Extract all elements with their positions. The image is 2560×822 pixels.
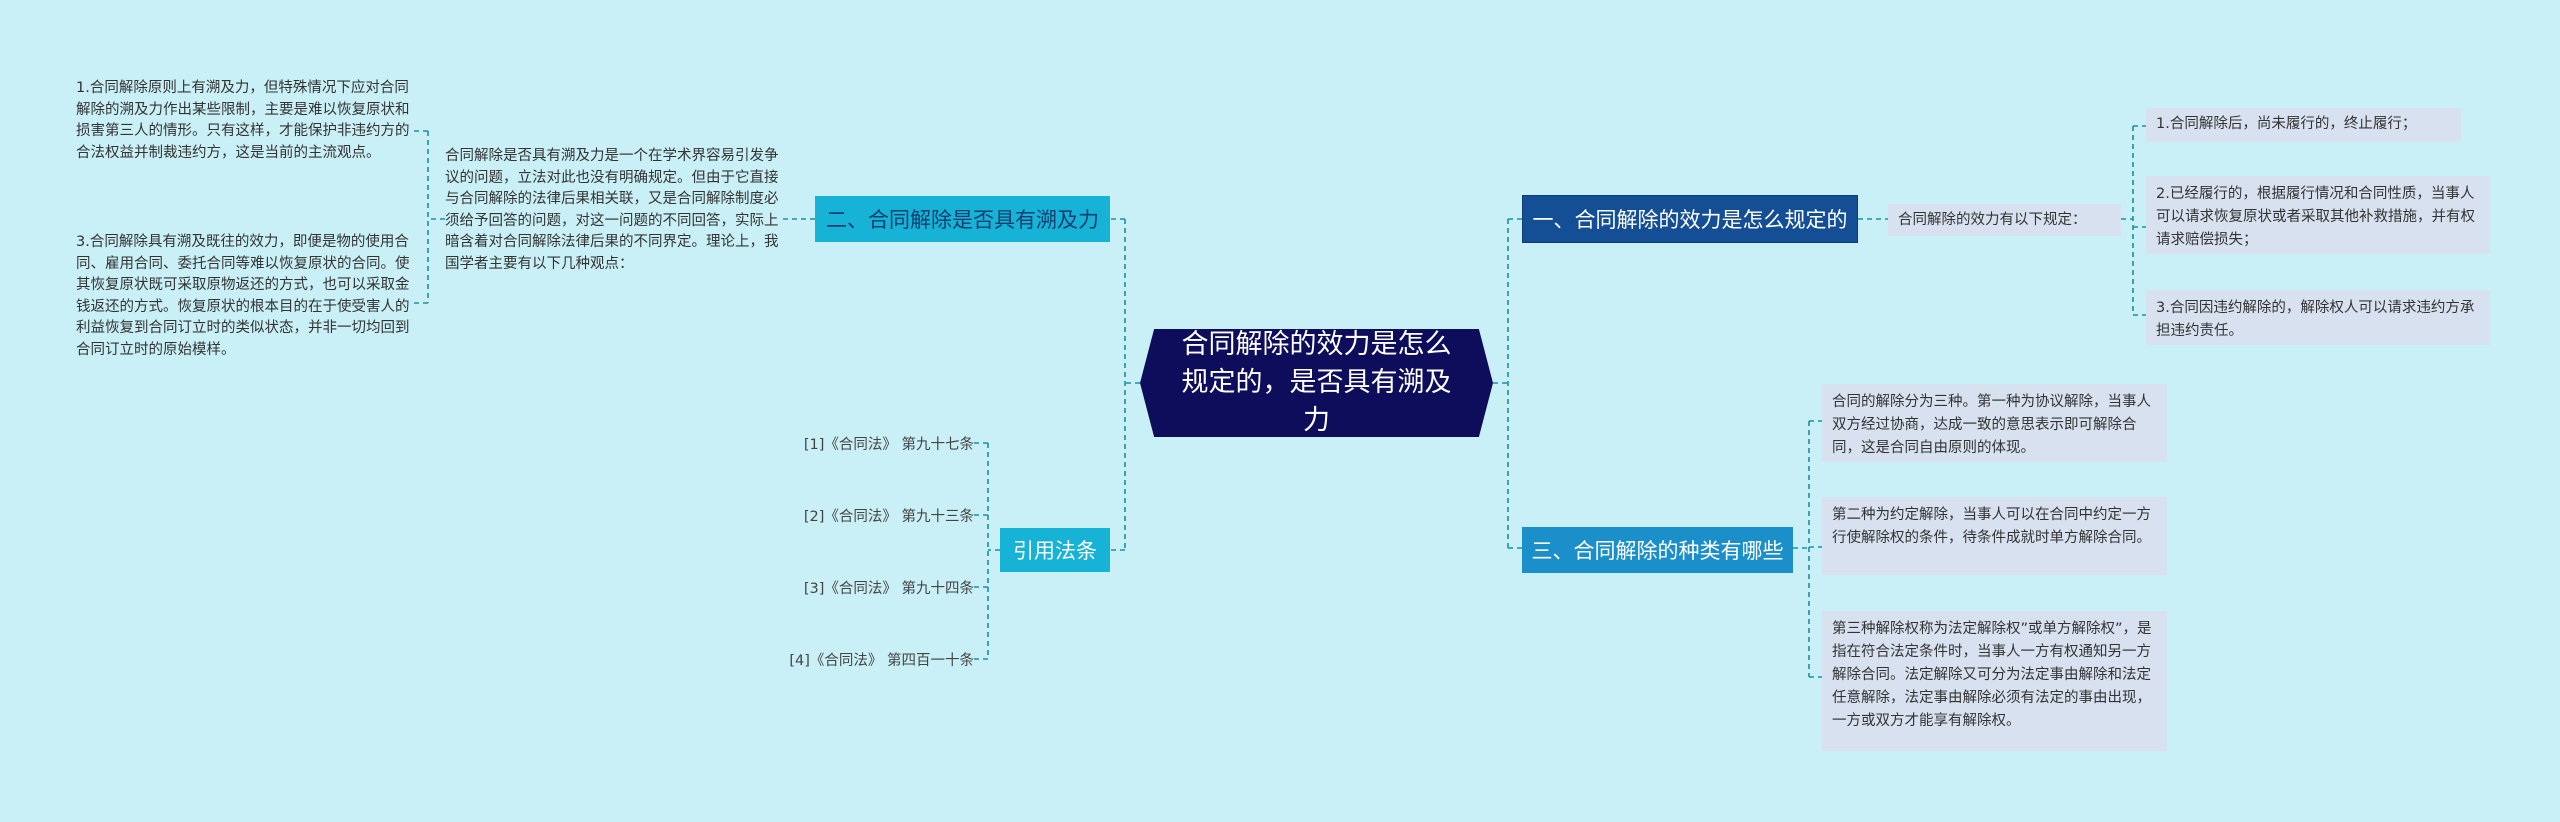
types-item-1-text: 合同的解除分为三种。第一种为协议解除，当事人双方经过协商，达成一致的意思表示即可… — [1832, 394, 2151, 456]
branch-termination-types[interactable]: 三、合同解除的种类有哪些 — [1522, 527, 1793, 573]
effect-item-1[interactable]: 1.合同解除后，尚未履行的，终止履行； — [2146, 108, 2461, 142]
branch-effect-of-termination[interactable]: 一、合同解除的效力是怎么规定的 — [1522, 195, 1858, 243]
branch-retroactivity-label: 二、合同解除是否具有溯及力 — [826, 208, 1099, 232]
cited-law-item-1-text: [1]《合同法》 第九十七条 — [803, 436, 974, 453]
effect-intro-text: 合同解除的效力有以下规定： — [1898, 212, 2087, 228]
retroactivity-view-3[interactable]: 3.合同解除具有溯及既往的效力，即便是物的使用合同、雇用合同、委托合同等难以恢复… — [76, 232, 413, 382]
types-item-2-text: 第二种为约定解除，当事人可以在合同中约定一方行使解除权的条件，待条件成就时单方解… — [1832, 507, 2151, 546]
retroactivity-view-3-text: 3.合同解除具有溯及既往的效力，即便是物的使用合同、雇用合同、委托合同等难以恢复… — [76, 234, 410, 358]
branch-cited-law[interactable]: 引用法条 — [1000, 528, 1110, 572]
effect-item-2-text: 2.已经履行的，根据履行情况和合同性质，当事人可以请求恢复原状或者采取其他补救措… — [2156, 186, 2475, 248]
types-item-1[interactable]: 合同的解除分为三种。第一种为协议解除，当事人双方经过协商，达成一致的意思表示即可… — [1822, 384, 2167, 462]
effect-item-3-text: 3.合同因违约解除的，解除权人可以请求违约方承担违约责任。 — [2156, 300, 2475, 339]
cited-law-item-2-text: [2]《合同法》 第九十三条 — [803, 508, 974, 525]
branch-retroactivity[interactable]: 二、合同解除是否具有溯及力 — [815, 196, 1110, 242]
types-item-2[interactable]: 第二种为约定解除，当事人可以在合同中约定一方行使解除权的条件，待条件成就时单方解… — [1822, 497, 2167, 575]
effect-item-3[interactable]: 3.合同因违约解除的，解除权人可以请求违约方承担违约责任。 — [2146, 290, 2490, 345]
cited-law-item-1[interactable]: [1]《合同法》 第九十七条 — [740, 430, 974, 456]
branch-cited-law-label: 引用法条 — [1013, 539, 1097, 563]
cited-law-item-3[interactable]: [3]《合同法》 第九十四条 — [740, 574, 974, 600]
types-item-3-text: 第三种解除权称为法定解除权”或单方解除权”，是指在符合法定条件时，当事人一方有权… — [1832, 621, 2152, 729]
retroactivity-intro-text: 合同解除是否具有溯及力是一个在学术界容易引发争议的问题，立法对此也没有明确规定。… — [445, 148, 779, 272]
cited-law-item-4[interactable]: [4]《合同法》 第四百一十条 — [740, 646, 974, 672]
effect-item-2[interactable]: 2.已经履行的，根据履行情况和合同性质，当事人可以请求恢复原状或者采取其他补救措… — [2146, 176, 2490, 254]
effect-intro[interactable]: 合同解除的效力有以下规定： — [1888, 204, 2121, 236]
effect-item-1-text: 1.合同解除后，尚未履行的，终止履行； — [2156, 116, 2417, 132]
cited-law-item-3-text: [3]《合同法》 第九十四条 — [803, 580, 974, 597]
branch-effect-of-termination-label: 一、合同解除的效力是怎么规定的 — [1532, 208, 1848, 232]
root-topic-label: 合同解除的效力是怎么规定的，是否具有溯及力 — [1181, 329, 1452, 436]
cited-law-item-4-text: [4]《合同法》 第四百一十条 — [789, 652, 974, 669]
retroactivity-view-1[interactable]: 1.合同解除原则上有溯及力，但特殊情况下应对合同解除的溯及力作出某些限制，主要是… — [76, 78, 413, 184]
root-topic[interactable]: 合同解除的效力是怎么规定的，是否具有溯及力 — [1140, 329, 1493, 437]
retroactivity-intro[interactable]: 合同解除是否具有溯及力是一个在学术界容易引发争议的问题，立法对此也没有明确规定。… — [445, 146, 782, 296]
types-item-3[interactable]: 第三种解除权称为法定解除权”或单方解除权”，是指在符合法定条件时，当事人一方有权… — [1822, 611, 2167, 751]
branch-termination-types-label: 三、合同解除的种类有哪些 — [1531, 539, 1784, 563]
retroactivity-view-1-text: 1.合同解除原则上有溯及力，但特殊情况下应对合同解除的溯及力作出某些限制，主要是… — [76, 80, 410, 161]
cited-law-item-2[interactable]: [2]《合同法》 第九十三条 — [740, 502, 974, 528]
